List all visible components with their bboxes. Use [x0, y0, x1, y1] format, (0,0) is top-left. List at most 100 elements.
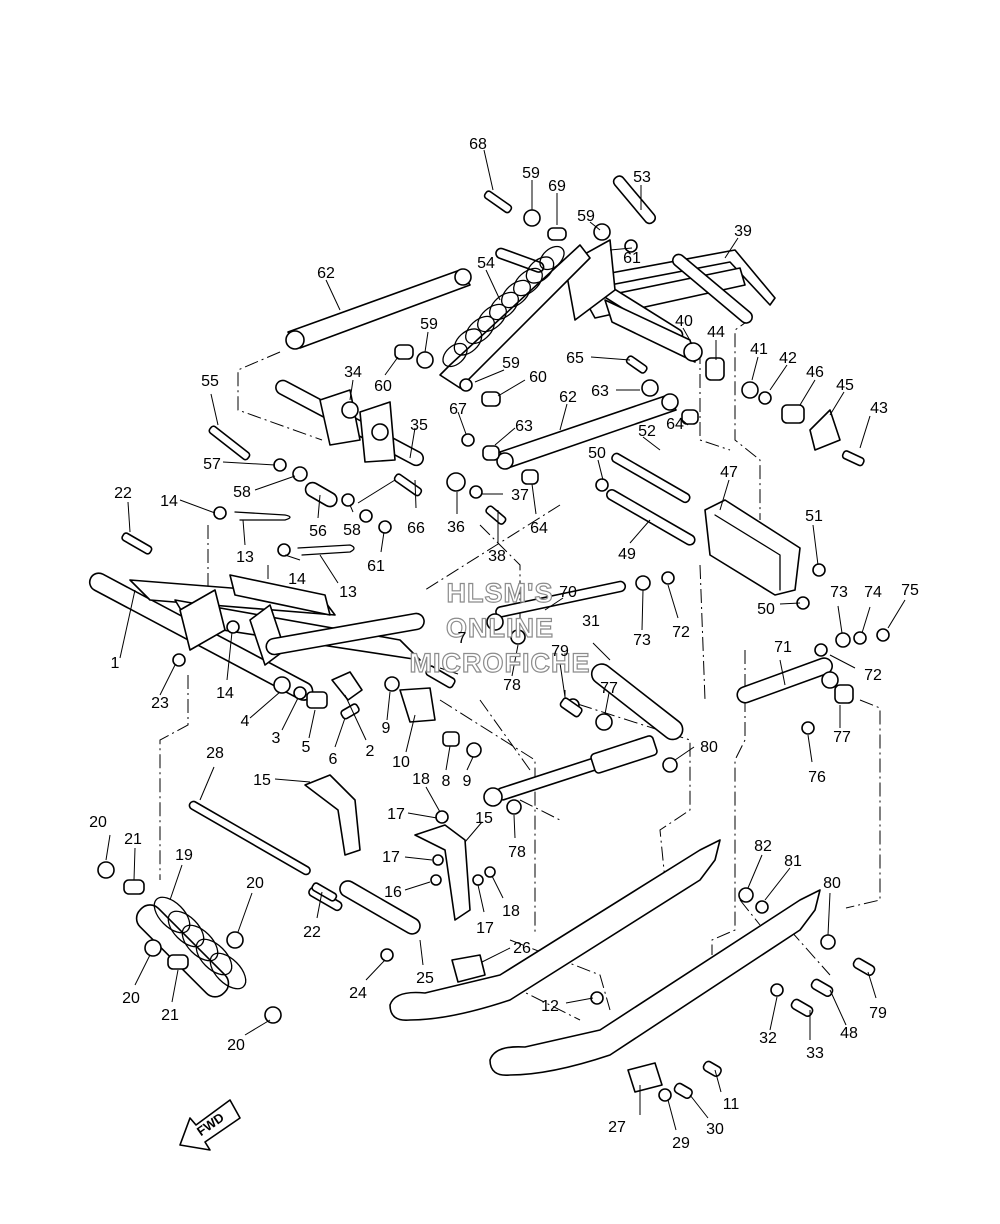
- part-label-69: 69: [548, 178, 566, 195]
- part-label-10: 10: [392, 754, 410, 771]
- part-label-16: 16: [384, 884, 402, 901]
- part-label-23: 23: [151, 695, 169, 712]
- part-label-77: 77: [600, 680, 618, 697]
- part-label-37: 37: [511, 487, 529, 504]
- part-label-76: 76: [808, 769, 826, 786]
- part-label-5: 5: [302, 739, 311, 756]
- fwd-arrow: FWD: [179, 1099, 241, 1151]
- part-label-46: 46: [806, 364, 824, 381]
- part-label-59: 59: [522, 165, 540, 182]
- part-label-54: 54: [477, 255, 495, 272]
- part-label-7: 7: [458, 630, 467, 647]
- part-number-labels: 68 59 69 53 59 39 61 54 62 40 59 44 41 4…: [89, 136, 919, 1152]
- part-label-33: 33: [806, 1045, 824, 1062]
- part-label-64: 64: [666, 416, 684, 433]
- part-label-62: 62: [317, 265, 335, 282]
- part-label-17: 17: [382, 849, 400, 866]
- part-label-59: 59: [502, 355, 520, 372]
- part-label-73: 73: [633, 632, 651, 649]
- leader-lines: [105, 149, 906, 1131]
- part-label-50: 50: [757, 601, 775, 618]
- part-label-63: 63: [515, 418, 533, 435]
- part-label-2: 2: [366, 743, 375, 760]
- part-label-58: 58: [233, 484, 251, 501]
- part-label-58: 58: [343, 522, 361, 539]
- part-label-48: 48: [840, 1025, 858, 1042]
- part-label-57: 57: [203, 456, 221, 473]
- part-label-60: 60: [529, 369, 547, 386]
- part-label-78: 78: [503, 677, 521, 694]
- watermark-line-2: ONLINE: [446, 613, 554, 643]
- part-label-11: 11: [723, 1096, 740, 1113]
- part-label-63: 63: [591, 383, 609, 400]
- rear-arm-assembly: [495, 175, 776, 381]
- part-label-82: 82: [754, 838, 772, 855]
- part-label-14: 14: [216, 685, 234, 702]
- part-label-53: 53: [633, 169, 651, 186]
- part-label-28: 28: [206, 745, 224, 762]
- part-label-34: 34: [344, 364, 362, 381]
- part-label-59: 59: [420, 316, 438, 333]
- part-label-15: 15: [253, 772, 271, 789]
- part-label-18: 18: [412, 771, 430, 788]
- part-label-12: 12: [541, 998, 559, 1015]
- part-label-47: 47: [720, 464, 738, 481]
- part-label-14: 14: [160, 493, 178, 510]
- part-label-24: 24: [349, 985, 367, 1002]
- shaft-71: [736, 657, 854, 735]
- part-label-51: 51: [805, 508, 823, 525]
- shock-spring-54: [439, 244, 591, 389]
- part-label-42: 42: [779, 350, 797, 367]
- part-label-79: 79: [869, 1005, 887, 1022]
- part-label-50: 50: [588, 445, 606, 462]
- part-label-73: 73: [830, 584, 848, 601]
- part-label-15: 15: [475, 810, 493, 827]
- part-label-55: 55: [201, 373, 219, 390]
- part-label-32: 32: [759, 1030, 777, 1047]
- part-label-20: 20: [122, 990, 140, 1007]
- part-label-44: 44: [707, 324, 725, 341]
- part-label-80: 80: [700, 739, 718, 756]
- part-label-30: 30: [706, 1121, 724, 1138]
- shafts-49-52: [606, 452, 801, 596]
- part-label-1: 1: [111, 655, 120, 672]
- part-label-49: 49: [618, 546, 636, 563]
- part-label-26: 26: [513, 940, 531, 957]
- part-label-27: 27: [608, 1119, 626, 1136]
- part-label-39: 39: [734, 223, 752, 240]
- front-arm-assembly-1: [88, 572, 425, 709]
- pivot-bracket-34: [275, 379, 425, 467]
- part-label-72: 72: [672, 624, 690, 641]
- part-label-70: 70: [559, 584, 577, 601]
- part-label-45: 45: [836, 377, 854, 394]
- part-label-4: 4: [241, 713, 250, 730]
- part-label-79: 79: [551, 643, 569, 660]
- part-label-18: 18: [502, 903, 520, 920]
- part-label-40: 40: [675, 313, 693, 330]
- part-label-59: 59: [577, 208, 595, 225]
- part-label-41: 41: [750, 341, 768, 358]
- watermark-line-1: HLSM'S: [447, 578, 554, 608]
- part-label-19: 19: [175, 847, 193, 864]
- part-label-61: 61: [623, 250, 641, 267]
- part-label-6: 6: [329, 751, 338, 768]
- part-label-31: 31: [582, 613, 600, 630]
- part-label-9: 9: [463, 773, 472, 790]
- part-label-68: 68: [469, 136, 487, 153]
- part-label-35: 35: [410, 417, 428, 434]
- part-label-62: 62: [559, 389, 577, 406]
- part-label-29: 29: [672, 1135, 690, 1152]
- small-hardware: [273, 209, 890, 657]
- part-label-20: 20: [246, 875, 264, 892]
- part-label-38: 38: [488, 548, 506, 565]
- part-label-21: 21: [161, 1007, 179, 1024]
- part-label-74: 74: [864, 584, 882, 601]
- part-label-13: 13: [236, 549, 254, 566]
- watermark: HLSM'S ONLINE MICROFICHE: [409, 577, 590, 678]
- brackets-15-stay-28: [188, 774, 496, 921]
- part-label-20: 20: [227, 1037, 245, 1054]
- part-label-75: 75: [901, 582, 919, 599]
- part-label-9: 9: [382, 720, 391, 737]
- part-label-60: 60: [374, 378, 392, 395]
